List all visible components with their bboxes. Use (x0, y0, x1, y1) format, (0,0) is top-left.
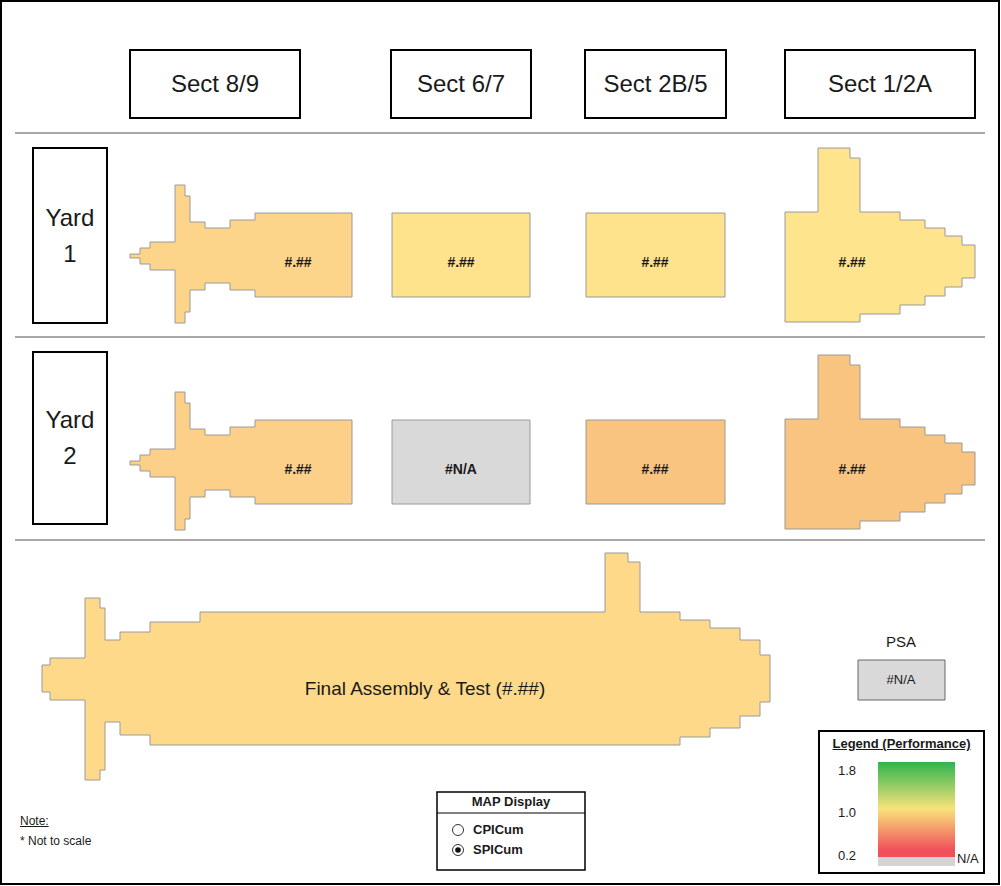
legend-box: Legend (Performance) 1.8 1.0 0.2 N/A (818, 730, 985, 874)
performance-value: #N/A (445, 461, 477, 477)
yard-box: Yard 1 (33, 148, 107, 323)
performance-value: #.## (641, 461, 668, 477)
outline (437, 792, 585, 870)
row-divider (15, 337, 985, 338)
outline (392, 420, 530, 504)
node-outline (33, 352, 107, 524)
outline (130, 392, 352, 530)
assembly-title: Final Assembly & Test (#.##) (305, 678, 545, 700)
node-outline (33, 148, 107, 323)
outline (586, 213, 725, 297)
performance-value: #.## (838, 461, 865, 477)
note-heading: Note: (20, 814, 49, 828)
section-title: Sect 1/2A (828, 70, 932, 98)
outline (33, 148, 107, 323)
performance-value: #.## (641, 254, 668, 270)
outline (585, 50, 726, 118)
outline (858, 660, 945, 700)
yard-title: Yard 1 (39, 200, 101, 272)
section-header: Sect 6/7 (391, 50, 531, 118)
stern-section: #.## (130, 392, 352, 530)
section-title: Sect 2B/5 (603, 70, 707, 98)
radio-option: CPICum (473, 823, 524, 838)
legend-swatch (878, 857, 955, 866)
node-outline (42, 553, 770, 780)
row-divider (15, 133, 985, 134)
section-title: Sect 6/7 (417, 70, 505, 98)
section-header: Sect 8/9 (130, 50, 300, 118)
outline (392, 213, 530, 297)
map-display-box: MAP DisplayCPICumSPICum (437, 792, 585, 870)
legend-swatch (878, 762, 955, 809)
final-assembly-hull: Final Assembly & Test (#.##) (42, 553, 770, 780)
performance-value: #.## (284, 461, 311, 477)
legend-label: 1.0 (838, 805, 856, 820)
outline (785, 355, 975, 529)
outline (391, 50, 531, 118)
yard-title: Yard 2 (39, 402, 101, 474)
stern-section: #.## (130, 185, 352, 323)
node-outline (785, 355, 975, 529)
outline (586, 420, 725, 504)
section-header: Sect 1/2A (785, 50, 975, 118)
note-text: * Not to scale (20, 834, 91, 848)
hull-section: #.## (586, 420, 725, 504)
outline (130, 185, 352, 323)
legend-title: Legend (Performance) (833, 736, 971, 751)
legend-label: 1.8 (838, 763, 856, 778)
performance-value: #.## (284, 254, 311, 270)
hull-section: #N/A (392, 420, 530, 504)
map-title: MAP Display (472, 795, 551, 810)
outline (33, 352, 107, 524)
performance-value: #N/A (887, 673, 916, 688)
bow-section: #.## (785, 355, 975, 529)
outline (42, 553, 770, 780)
psa-title: PSA (886, 633, 916, 650)
legend-label: 0.2 (838, 848, 856, 863)
bow-section: #.## (785, 148, 975, 322)
section-header: Sect 2B/5 (585, 50, 726, 118)
yard-box: Yard 2 (33, 352, 107, 524)
performance-value: #.## (447, 254, 474, 270)
hull-section: #.## (392, 213, 530, 297)
psa-box: PSA #N/A (855, 628, 948, 702)
hull-section: #.## (586, 213, 725, 297)
legend-label: N/A (957, 851, 979, 866)
node-outline (785, 148, 975, 322)
section-title: Sect 8/9 (171, 70, 259, 98)
node-outline (130, 392, 352, 530)
row-divider (15, 540, 985, 541)
node-outline (130, 185, 352, 323)
outline (785, 148, 975, 322)
outline (130, 50, 300, 118)
performance-value: #.## (838, 254, 865, 270)
legend-swatch (878, 809, 955, 851)
radio-option: SPICum (473, 843, 523, 858)
outline (785, 50, 975, 118)
